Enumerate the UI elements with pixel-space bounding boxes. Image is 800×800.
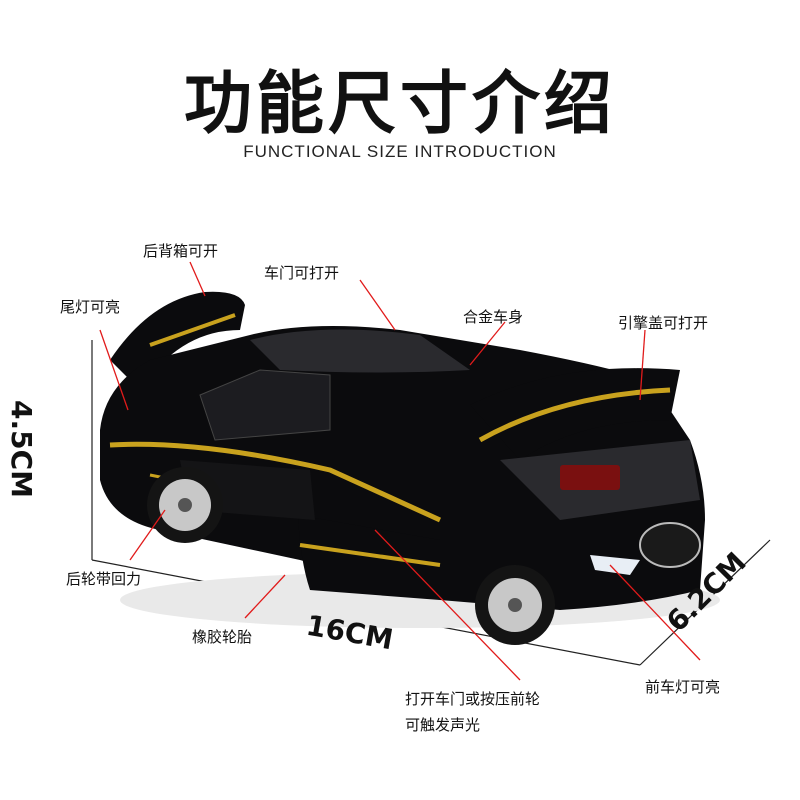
label-headlight: 前车灯可亮 <box>645 678 721 696</box>
open-door <box>298 515 440 600</box>
label-rubber-tire: 橡胶轮胎 <box>192 628 253 646</box>
headlight <box>590 555 640 575</box>
pointer-lines <box>99 261 701 681</box>
label-sound-line2: 可触发声光 <box>405 716 481 734</box>
label-taillight: 尾灯可亮 <box>60 298 121 316</box>
grille <box>639 522 701 568</box>
side-window <box>199 369 331 441</box>
rear-wheel <box>147 467 223 543</box>
label-alloy-body: 合金车身 <box>463 308 524 326</box>
label-trunk-opens: 后背箱可开 <box>143 242 219 260</box>
label-sound-line1: 打开车门或按压前轮 <box>405 690 541 708</box>
page-subtitle: FUNCTIONAL SIZE INTRODUCTION <box>243 142 557 161</box>
label-rear-wheel-pullback: 后轮带回力 <box>66 570 142 588</box>
label-hood-opens: 引擎盖可打开 <box>618 314 709 332</box>
label-door-opens: 车门可打开 <box>264 264 340 282</box>
front-wheel <box>475 565 555 645</box>
page-title: 功能尺寸介绍 <box>183 65 616 144</box>
dimension-height: 4.5CM <box>5 400 38 499</box>
